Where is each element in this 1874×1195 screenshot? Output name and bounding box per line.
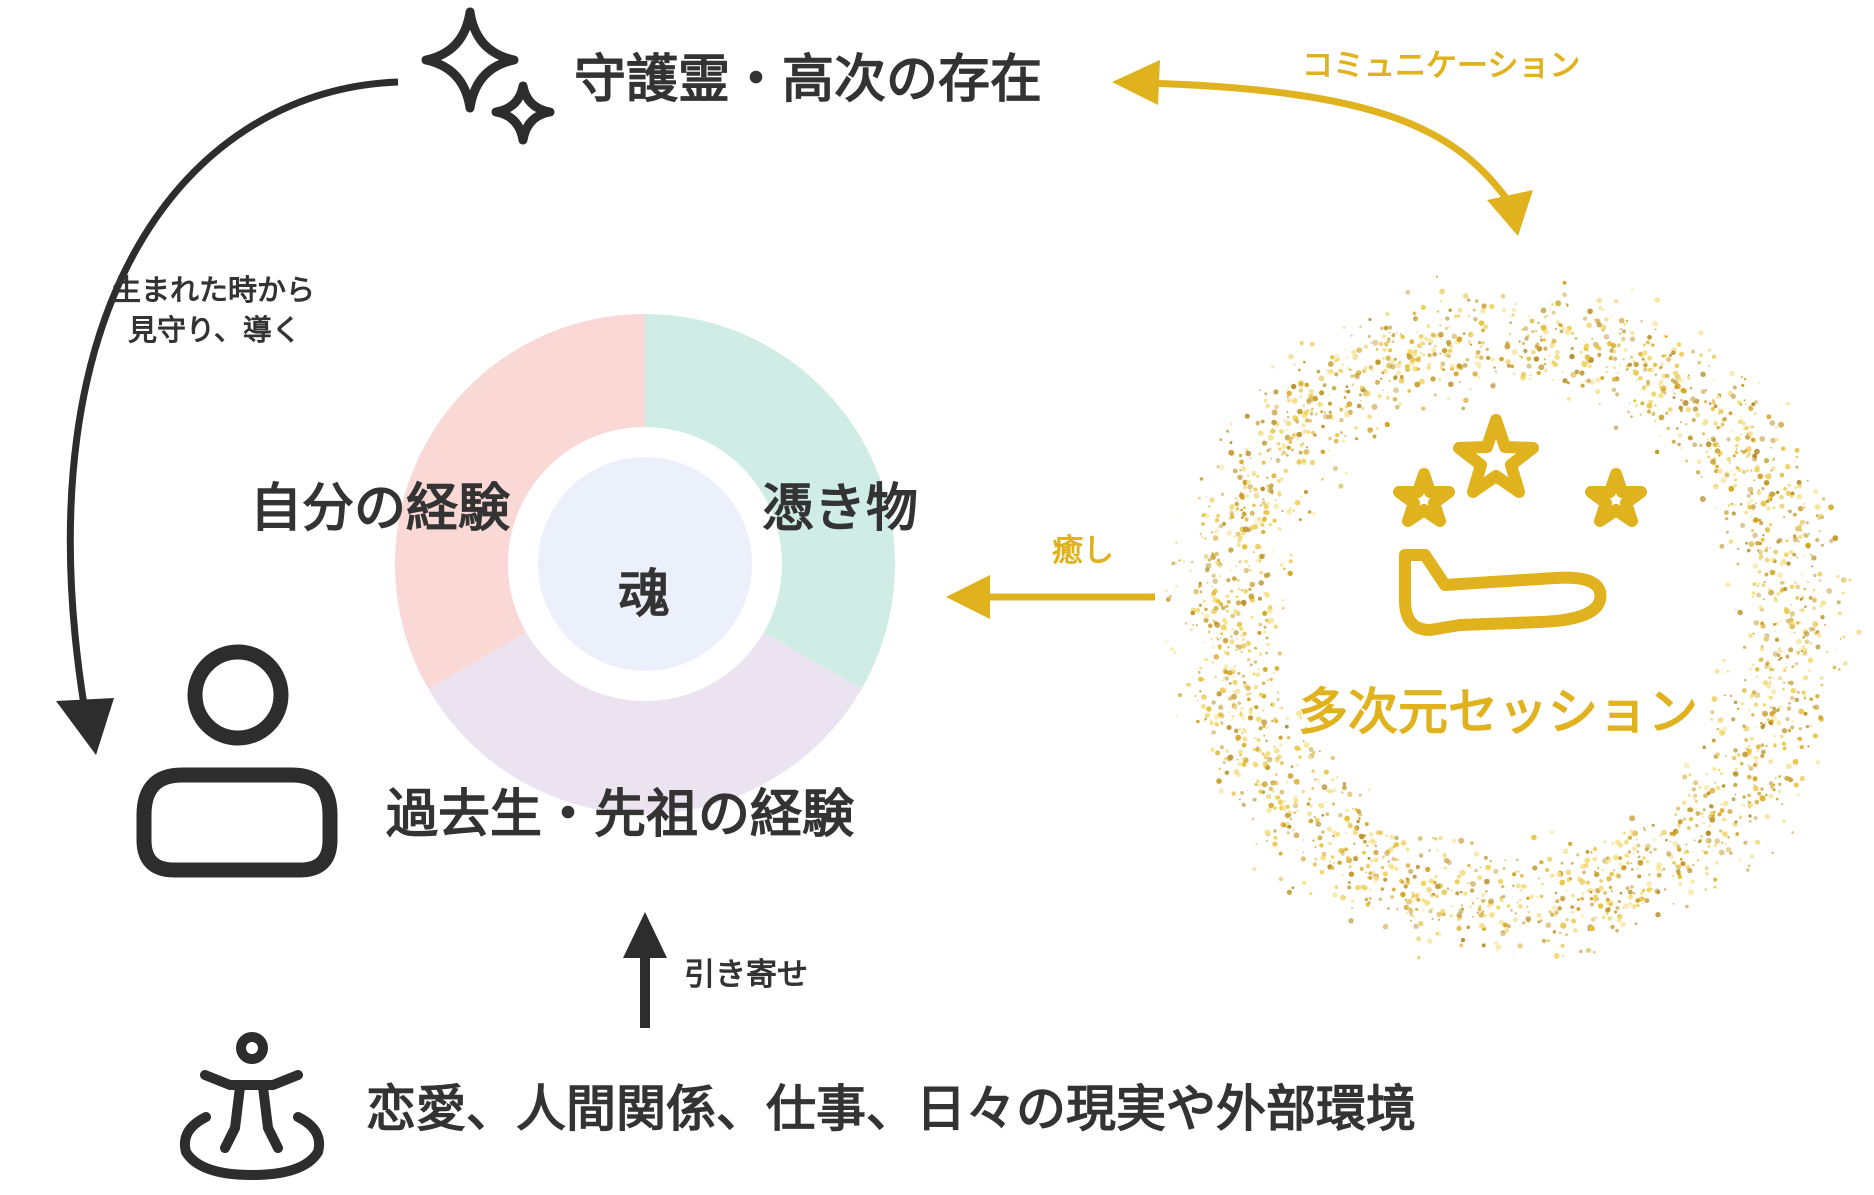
session-label: 多次元セッション [1298, 683, 1698, 741]
segment-label-past-lives: 過去生・先祖の経験 [386, 785, 855, 845]
external-reality-label: 恋愛、人間関係、仕事、日々の現実や外部環境 [366, 1080, 1416, 1138]
sparkles-icon [421, 7, 555, 145]
hand-with-stars-icon [1393, 414, 1647, 636]
guidance-label-line2: 見守り、導く [128, 313, 301, 347]
guidance-label-line1: 生まれた時から [112, 273, 316, 307]
attraction-arrow [623, 912, 667, 1028]
segment-label-possession: 憑き物 [762, 479, 919, 539]
healing-arrow [946, 575, 1155, 619]
person-icon [136, 644, 338, 878]
soul-label: 魂 [618, 565, 671, 625]
communication-arrow [1112, 60, 1533, 236]
glitter-ring [1164, 275, 1862, 960]
soul-wheel [395, 314, 895, 814]
segment-label-own-experience: 自分の経験 [250, 479, 511, 539]
communication-label: コミュニケーション [1302, 48, 1581, 84]
guardian-title: 守護霊・高次の存在 [574, 50, 1043, 110]
guidance-arrow [56, 78, 399, 755]
wheel-center [538, 457, 752, 671]
healing-label: 癒し [1052, 533, 1114, 569]
attraction-label: 引き寄せ [684, 957, 808, 993]
standing-person-icon [180, 1032, 324, 1180]
